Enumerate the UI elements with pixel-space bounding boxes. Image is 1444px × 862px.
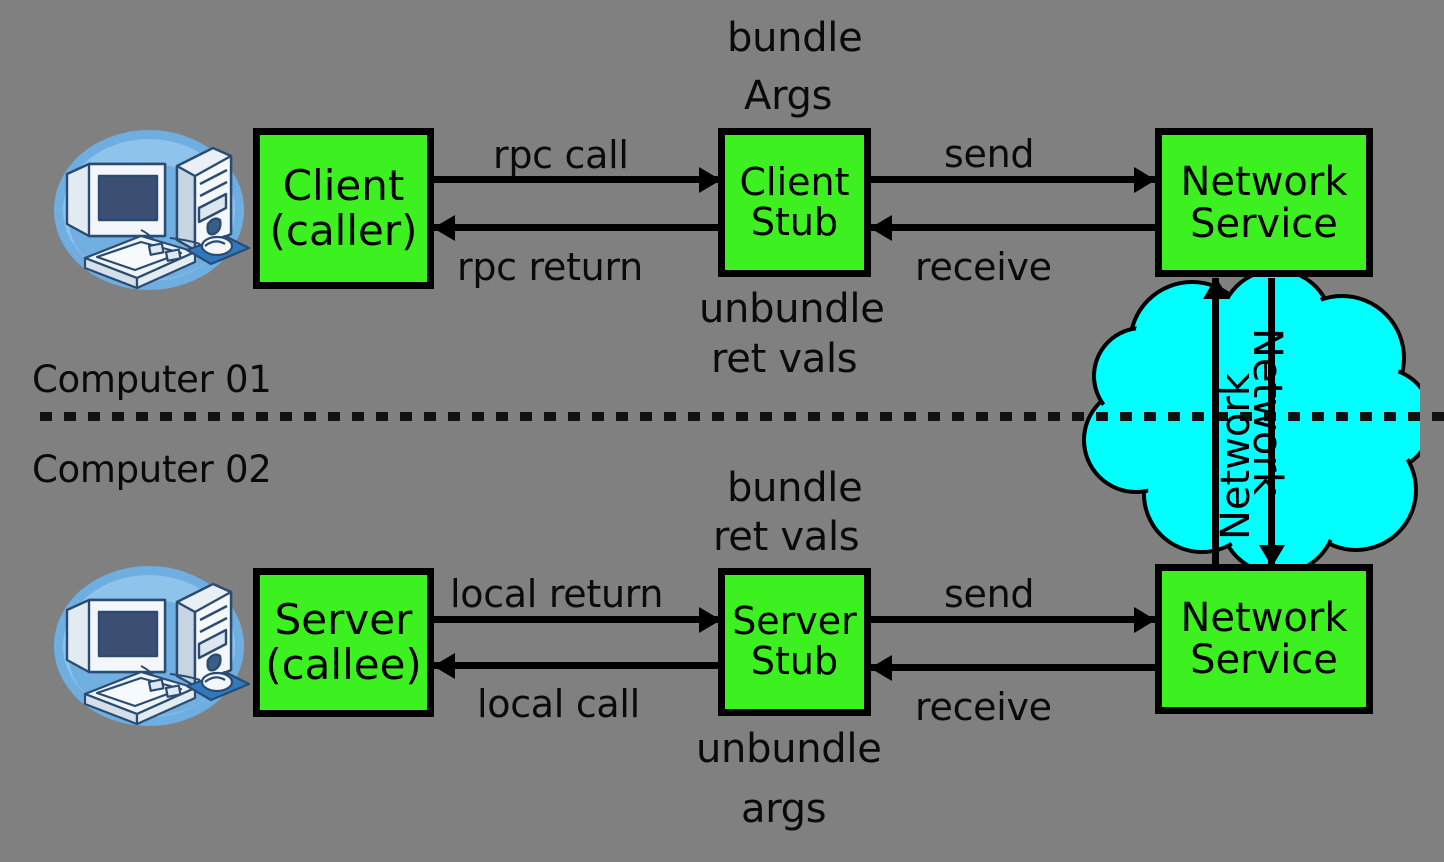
receive-arrow-top — [870, 214, 1155, 241]
rpc-return-label: rpc return — [457, 245, 643, 289]
client-box[interactable]: Client (caller) — [253, 128, 434, 289]
send-arrow-bottom — [871, 606, 1156, 633]
arrowhead-right — [699, 606, 721, 633]
arrowhead-down — [1258, 545, 1285, 567]
server-box[interactable]: Server (callee) — [253, 568, 434, 717]
network-service-top-line2: Service — [1190, 200, 1338, 247]
network-service-box-top[interactable]: Network Service — [1155, 128, 1373, 277]
server-stub-box[interactable]: Server Stub — [718, 568, 871, 716]
client-stub-line1: Client — [739, 159, 850, 204]
client-stub-box[interactable]: Client Stub — [718, 128, 871, 277]
desktop-computer-icon-top — [45, 126, 253, 294]
rpc-call-arrow — [434, 166, 721, 193]
network-arrow-down — [1258, 278, 1285, 567]
server-box-line1: Server — [274, 595, 413, 645]
computer-02-label: Computer 02 — [32, 448, 272, 491]
send-label-top: send — [944, 132, 1035, 176]
arrowhead-right — [699, 166, 721, 193]
arrowhead-left — [433, 652, 455, 679]
server-box-line2: (callee) — [265, 639, 422, 689]
network-cloud — [1080, 268, 1434, 576]
network-service-bottom-line1: Network — [1180, 595, 1348, 641]
computer-illustration — [54, 566, 251, 726]
rpc-call-label: rpc call — [493, 133, 629, 177]
local-return-arrow — [434, 606, 721, 633]
arrowhead-left — [433, 214, 455, 241]
receive-arrow-bottom — [870, 654, 1155, 681]
unbundle-args-line2: args — [741, 786, 827, 832]
arrowhead-left — [870, 654, 892, 681]
client-stub-line2: Stub — [750, 199, 839, 244]
send-label-bottom: send — [944, 572, 1035, 616]
client-box-line2: (caller) — [269, 205, 418, 255]
unbundle-args-line1: unbundle — [696, 726, 882, 772]
local-call-arrow — [433, 652, 720, 679]
bundle-retvals-line1: bundle — [727, 465, 863, 511]
computer-01-label: Computer 01 — [32, 358, 272, 401]
computer-boundary-divider — [40, 412, 1444, 421]
network-service-bottom-line2: Service — [1190, 637, 1338, 683]
arrowhead-left — [870, 214, 892, 241]
local-call-label: local call — [477, 682, 640, 726]
bundle-retvals-line2: ret vals — [713, 514, 860, 560]
unbundle-retvals-line2: ret vals — [711, 336, 858, 382]
computer-illustration — [54, 130, 251, 290]
network-service-top-line1: Network — [1180, 158, 1348, 205]
client-box-line1: Client — [282, 161, 405, 211]
receive-label-top: receive — [915, 245, 1052, 289]
server-stub-line2: Stub — [750, 639, 839, 683]
server-stub-line1: Server — [732, 599, 857, 644]
arrowhead-up — [1202, 277, 1229, 299]
bundle-args-line2: Args — [744, 73, 833, 119]
unbundle-retvals-line1: unbundle — [699, 286, 885, 332]
cloud-label-right: Network — [1244, 328, 1290, 496]
network-service-box-bottom[interactable]: Network Service — [1155, 564, 1373, 714]
local-return-label: local return — [450, 572, 664, 616]
arrowhead-right — [1134, 606, 1156, 633]
bundle-args-line1: bundle — [727, 15, 863, 61]
network-arrow-up — [1202, 277, 1229, 566]
send-arrow-top — [871, 166, 1156, 193]
desktop-computer-icon-bottom — [45, 562, 253, 730]
receive-label-bottom: receive — [915, 685, 1052, 729]
rpc-return-arrow — [433, 214, 720, 241]
arrowhead-right — [1134, 166, 1156, 193]
network-cloud-shape — [1082, 268, 1434, 576]
